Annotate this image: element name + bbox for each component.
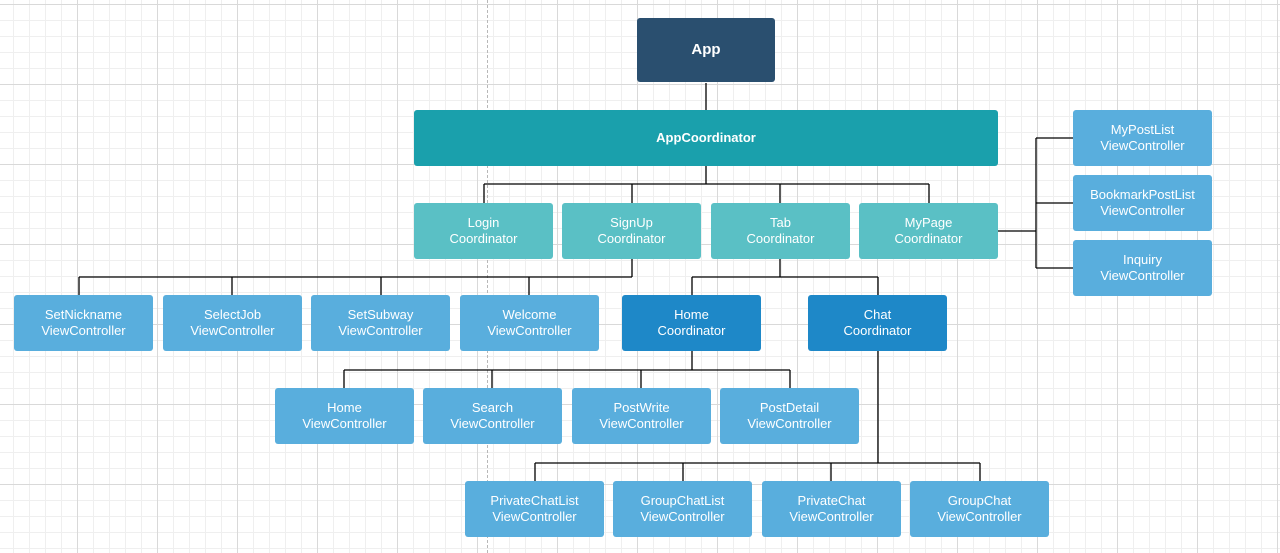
node-label-line2: ViewController: [450, 416, 535, 431]
mypage-coordinator-node[interactable]: MyPage Coordinator: [859, 203, 998, 259]
node-label-line2: Coordinator: [597, 231, 666, 246]
node-label-line2: ViewController: [487, 323, 572, 338]
node-label-line1: Home: [674, 307, 709, 322]
node-label-line2: ViewController: [1100, 203, 1185, 218]
node-label-line1: PrivateChatList: [490, 493, 579, 508]
node-label-line2: ViewController: [1100, 138, 1185, 153]
node-label-line1: Chat: [863, 307, 892, 322]
node-label-line1: MyPostList: [1110, 122, 1175, 137]
inquiry-viewcontroller-node[interactable]: Inquiry ViewController: [1073, 240, 1212, 296]
edge-home-to-viewcontrollers: [343, 351, 791, 388]
search-viewcontroller-node[interactable]: Search ViewController: [423, 388, 562, 444]
node-label-line2: ViewController: [492, 509, 577, 524]
node-label-line1: SetSubway: [347, 307, 414, 322]
privatechat-viewcontroller-node[interactable]: PrivateChat ViewController: [762, 481, 901, 537]
edge-mypage-to-viewcontrollers: [998, 137, 1073, 269]
node-label-line2: ViewController: [1100, 268, 1185, 283]
selectjob-viewcontroller-node[interactable]: SelectJob ViewController: [163, 295, 302, 351]
edge-signup-to-viewcontrollers: [78, 259, 633, 295]
home-viewcontroller-node[interactable]: Home ViewController: [275, 388, 414, 444]
node-label-line2: ViewController: [190, 323, 275, 338]
node-label-line1: SignUp: [610, 215, 653, 230]
node-label-line2: ViewController: [747, 416, 832, 431]
app-coordinator-node[interactable]: AppCoordinator: [414, 110, 998, 166]
node-label-line1: Login: [467, 215, 500, 230]
node-label-line1: SelectJob: [203, 307, 262, 322]
node-label-line2: ViewController: [599, 416, 684, 431]
node-label-line1: Inquiry: [1122, 252, 1163, 267]
privatechatlist-viewcontroller-node[interactable]: PrivateChatList ViewController: [465, 481, 604, 537]
node-label-line1: Tab: [770, 215, 791, 230]
node-label-line2: Coordinator: [746, 231, 815, 246]
node-label-line1: GroupChat: [947, 493, 1012, 508]
app-node[interactable]: App: [637, 18, 775, 82]
node-label-line2: ViewController: [41, 323, 126, 338]
node-label-line1: PostWrite: [613, 400, 670, 415]
home-coordinator-node[interactable]: Home Coordinator: [622, 295, 761, 351]
node-label-line1: MyPage: [904, 215, 953, 230]
node-label-line1: Search: [471, 400, 514, 415]
bookmarkpostlist-viewcontroller-node[interactable]: BookmarkPostList ViewController: [1073, 175, 1212, 231]
node-label-line1: Home: [327, 400, 362, 415]
node-label-line1: Welcome: [502, 307, 557, 322]
node-label-line2: ViewController: [789, 509, 874, 524]
signup-coordinator-node[interactable]: SignUp Coordinator: [562, 203, 701, 259]
node-label-line1: SetNickname: [44, 307, 123, 322]
node-label: AppCoordinator: [656, 130, 756, 145]
node-label-line2: Coordinator: [449, 231, 518, 246]
node-label-line1: GroupChatList: [640, 493, 725, 508]
node-label-line2: Coordinator: [657, 323, 726, 338]
edge-tab-to-coordinators: [691, 259, 879, 295]
node-label-line2: Coordinator: [894, 231, 963, 246]
node-label-line2: ViewController: [302, 416, 387, 431]
welcome-viewcontroller-node[interactable]: Welcome ViewController: [460, 295, 599, 351]
setnickname-viewcontroller-node[interactable]: SetNickname ViewController: [14, 295, 153, 351]
groupchat-viewcontroller-node[interactable]: GroupChat ViewController: [910, 481, 1049, 537]
node-label-line2: ViewController: [640, 509, 725, 524]
node-label-line2: ViewController: [338, 323, 423, 338]
node-label: App: [691, 41, 721, 58]
mypostlist-viewcontroller-node[interactable]: MyPostList ViewController: [1073, 110, 1212, 166]
node-label-line1: PrivateChat: [797, 493, 866, 508]
groupchatlist-viewcontroller-node[interactable]: GroupChatList ViewController: [613, 481, 752, 537]
edge-chat-to-viewcontrollers: [534, 351, 981, 481]
node-label-line2: ViewController: [937, 509, 1022, 524]
chat-coordinator-node[interactable]: Chat Coordinator: [808, 295, 947, 351]
edge-appcoordinator-to-children: [483, 166, 930, 203]
postdetail-viewcontroller-node[interactable]: PostDetail ViewController: [720, 388, 859, 444]
postwrite-viewcontroller-node[interactable]: PostWrite ViewController: [572, 388, 711, 444]
node-label-line2: Coordinator: [843, 323, 912, 338]
node-label-line1: BookmarkPostList: [1090, 187, 1195, 202]
node-label-line1: PostDetail: [759, 400, 820, 415]
login-coordinator-node[interactable]: Login Coordinator: [414, 203, 553, 259]
setsubway-viewcontroller-node[interactable]: SetSubway ViewController: [311, 295, 450, 351]
tab-coordinator-node[interactable]: Tab Coordinator: [711, 203, 850, 259]
